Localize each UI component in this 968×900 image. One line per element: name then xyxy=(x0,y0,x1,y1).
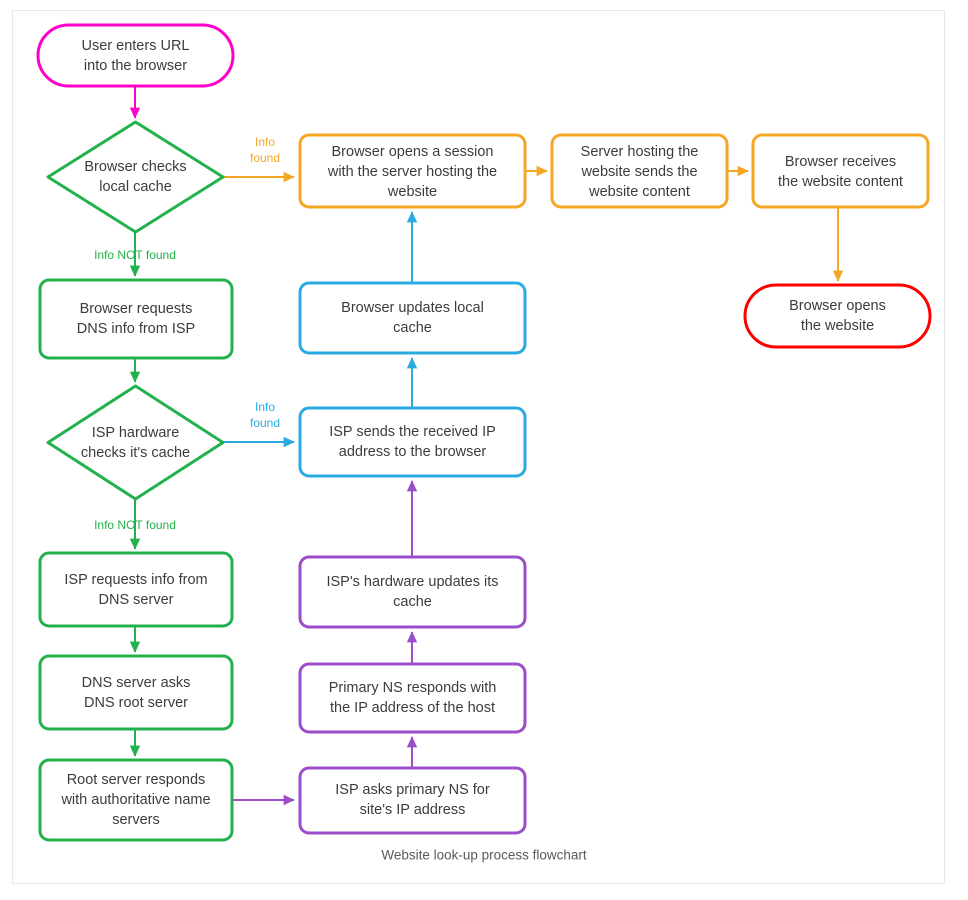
node-label-line: Browser opens a session xyxy=(332,144,494,160)
node-label-line: ISP asks primary NS for xyxy=(335,782,490,798)
node-label-line: the IP address of the host xyxy=(330,700,495,716)
node-isp-requests-info-dns-server[interactable]: ISP requests info from DNS server xyxy=(38,551,234,628)
edge-label-line: Info xyxy=(255,400,275,414)
node-browser-opens-website[interactable]: Browser opens the website xyxy=(743,283,932,349)
node-browser-requests-dns-info[interactable]: Browser requests DNS info from ISP xyxy=(38,278,234,360)
node-label-line: DNS server xyxy=(99,592,174,608)
edge-label-line: found xyxy=(250,416,280,430)
node-browser-receives-content[interactable]: Browser receives the website content xyxy=(751,133,930,209)
node-label-line: ISP hardware xyxy=(92,425,180,441)
node-label-line: with the server hosting the xyxy=(327,164,497,180)
node-isp-hardware-checks-cache[interactable]: ISP hardware checks it's cache xyxy=(46,384,225,501)
node-primary-ns-responds[interactable]: Primary NS responds with the IP address … xyxy=(298,662,527,734)
edge-labels-layer: Info found Info NOT found Info found Inf… xyxy=(94,135,280,532)
node-label-line: DNS root server xyxy=(84,695,188,711)
node-label-line: checks it's cache xyxy=(81,445,190,461)
node-dns-server-asks-root-server[interactable]: DNS server asks DNS root server xyxy=(38,654,234,731)
node-isp-sends-ip-address[interactable]: ISP sends the received IP address to the… xyxy=(298,406,527,478)
node-server-sends-content[interactable]: Server hosting the website sends the web… xyxy=(550,133,729,209)
edge-label-info-found-blue: Info found xyxy=(250,400,280,430)
node-label-line: the website content xyxy=(778,174,903,190)
node-label-line: site's IP address xyxy=(360,802,466,818)
node-label-line: DNS info from ISP xyxy=(77,321,195,337)
node-label-line: website content xyxy=(588,184,690,200)
node-label-line: local cache xyxy=(99,179,172,195)
node-label-line: Browser updates local xyxy=(341,300,484,316)
edge-label-info-not-found-upper: Info NOT found xyxy=(94,248,176,262)
node-root-server-responds[interactable]: Root server responds with authoritative … xyxy=(38,758,234,842)
node-browser-opens-session[interactable]: Browser opens a session with the server … xyxy=(298,133,527,209)
node-isp-asks-primary-ns[interactable]: ISP asks primary NS for site's IP addres… xyxy=(298,766,527,835)
node-label-line: into the browser xyxy=(84,58,187,74)
node-label-line: Root server responds xyxy=(67,772,206,788)
node-label-line: the website xyxy=(801,318,874,334)
edge-label-info-not-found-lower: Info NOT found xyxy=(94,518,176,532)
node-label-line: website sends the xyxy=(580,164,697,180)
edge-label-line: Info NOT found xyxy=(94,248,176,262)
node-label-line: cache xyxy=(393,594,432,610)
node-label-line: servers xyxy=(112,812,160,828)
node-label-line: Primary NS responds with xyxy=(329,680,497,696)
nodes-layer: User enters URL into the browser Browser… xyxy=(36,23,932,842)
node-label-line: with authoritative name xyxy=(60,792,210,808)
edge-label-line: found xyxy=(250,151,280,165)
node-browser-checks-local-cache[interactable]: Browser checks local cache xyxy=(46,120,225,234)
node-label-line: Server hosting the xyxy=(581,144,699,160)
node-label-line: cache xyxy=(393,320,432,336)
edges-layer xyxy=(129,86,844,806)
node-label-line: Browser receives xyxy=(785,154,896,170)
edge-label-line: Info NOT found xyxy=(94,518,176,532)
node-label-line: DNS server asks xyxy=(82,675,191,691)
edge-label-line: Info xyxy=(255,135,275,149)
node-label-line: website xyxy=(387,184,437,200)
node-label-line: ISP sends the received IP xyxy=(329,424,496,440)
node-isp-hardware-updates-cache[interactable]: ISP's hardware updates its cache xyxy=(298,555,527,629)
node-label-line: User enters URL xyxy=(82,38,190,54)
node-label-line: Browser requests xyxy=(80,301,193,317)
diagram-caption: Website look-up process flowchart xyxy=(381,848,587,863)
node-label-line: Browser opens xyxy=(789,298,886,314)
node-label-line: Browser checks xyxy=(84,159,186,175)
edge-label-info-found-orange: Info found xyxy=(250,135,280,165)
node-user-enters-url[interactable]: User enters URL into the browser xyxy=(36,23,235,88)
node-label-line: address to the browser xyxy=(339,444,487,460)
node-browser-updates-local-cache[interactable]: Browser updates local cache xyxy=(298,281,527,355)
node-label-line: ISP requests info from xyxy=(64,572,207,588)
node-label-line: ISP's hardware updates its xyxy=(326,574,498,590)
